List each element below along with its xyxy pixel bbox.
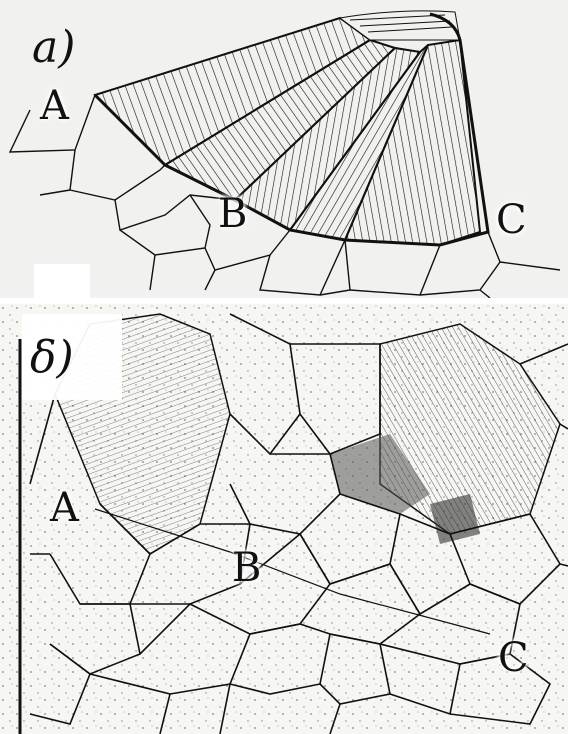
panel-b-label: δ): [30, 336, 74, 380]
panel-b: δ) A B C: [0, 304, 568, 734]
point-a-label: A: [40, 86, 69, 126]
point-b-label: B: [232, 548, 261, 588]
panel-a-label: a): [32, 26, 75, 70]
columnar-grains: [95, 18, 480, 245]
point-c-label: C: [496, 200, 527, 240]
blank-patch: [34, 264, 90, 298]
panel-a: a) A B C: [0, 0, 568, 298]
point-b-label: B: [218, 194, 247, 234]
panel-a-drawing: [0, 0, 568, 298]
point-c-label: C: [498, 638, 529, 678]
point-a-label: A: [50, 488, 79, 528]
panel-b-micrograph: [0, 304, 568, 734]
